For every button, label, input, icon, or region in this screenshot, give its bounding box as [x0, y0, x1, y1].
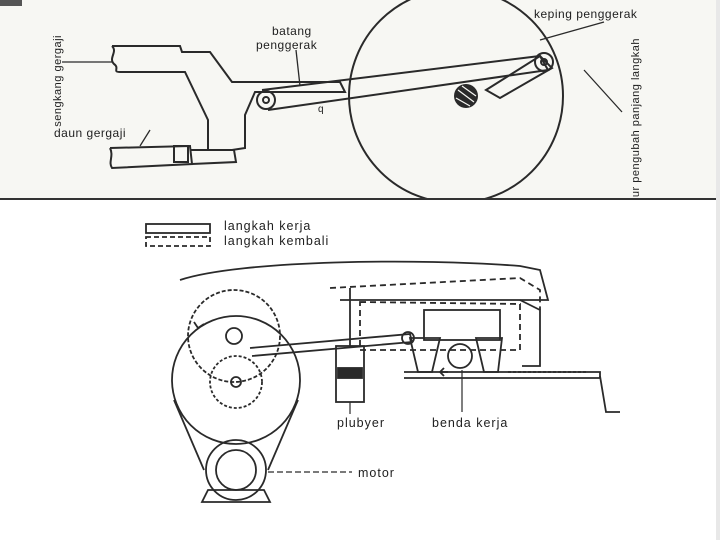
legend-label-kerja: langkah kerja: [224, 219, 312, 233]
workpiece: [447, 343, 473, 369]
shaper-mechanism-diagram: langkah kerja langkah kembali plubyer be…: [0, 198, 720, 542]
large-gear: [187, 289, 281, 383]
main-pulley: [171, 315, 301, 445]
legend-symbol-kerja: [145, 223, 211, 234]
small-gear-hub: [230, 376, 242, 388]
legend-label-kembali: langkah kembali: [224, 234, 330, 248]
vise-left: [408, 337, 442, 373]
label-motor: motor: [358, 466, 395, 480]
leader-batang: [295, 49, 301, 87]
hacksaw-mechanism-diagram: batang penggerak keping penggerak q seng…: [0, 0, 720, 207]
stroke-slot: [484, 54, 554, 100]
label-benda: benda kerja: [432, 416, 509, 430]
motor-pulley: [205, 439, 267, 501]
label-sengkang: sengkang gergaji: [52, 35, 64, 127]
saw-blade: [109, 144, 194, 170]
ram-guide: [359, 301, 521, 351]
direction-arrow-2: [439, 367, 448, 377]
belt-right: [267, 399, 299, 471]
rod-pin-right: [534, 52, 554, 72]
label-daun: daun gergaji: [54, 126, 127, 140]
label-plubyer: plubyer: [337, 416, 385, 430]
label-small-mark: q: [318, 104, 325, 115]
connecting-rod: [249, 333, 414, 357]
legend-symbol-kembali: [145, 236, 211, 247]
corner-mark: [0, 0, 22, 6]
ram-outline: [179, 260, 550, 301]
blade-clamp: [173, 145, 189, 163]
motor-pulley-inner: [215, 449, 257, 491]
small-gear: [209, 355, 263, 409]
motor-base: [200, 489, 272, 503]
shaper-drawing: [145, 223, 620, 503]
rod-pin-left-inner: [262, 96, 270, 104]
plunger-piston: [337, 367, 363, 379]
leader-keping: [539, 21, 605, 41]
column-right: [519, 299, 541, 367]
direction-arrow-1: [193, 321, 205, 329]
hacksaw-drawing: [62, 0, 623, 200]
rod-pin-left: [256, 90, 276, 110]
saw-frame: [112, 45, 347, 151]
rod-pin: [401, 331, 415, 345]
right-frame-edge: [716, 0, 720, 540]
label-batang-line1: batang: [272, 24, 312, 38]
leader-alur: [583, 69, 623, 113]
large-gear-hub: [225, 327, 243, 345]
table-leg: [599, 375, 620, 413]
drive-disc: [348, 0, 564, 200]
label-batang-line2: penggerak: [256, 38, 318, 52]
table-base: [404, 371, 601, 379]
vise-right: [474, 337, 504, 373]
leader-daun: [139, 129, 151, 147]
tool-head: [423, 309, 501, 341]
label-alur: alur pengubah panjang langkah: [630, 38, 642, 207]
connecting-rod: [261, 54, 550, 111]
label-keping: keping penggerak: [534, 7, 638, 21]
belt-left: [173, 399, 205, 471]
saw-frame-left-edge: [111, 45, 121, 73]
blade-end: [190, 149, 238, 165]
ram-return-path: [329, 277, 541, 310]
